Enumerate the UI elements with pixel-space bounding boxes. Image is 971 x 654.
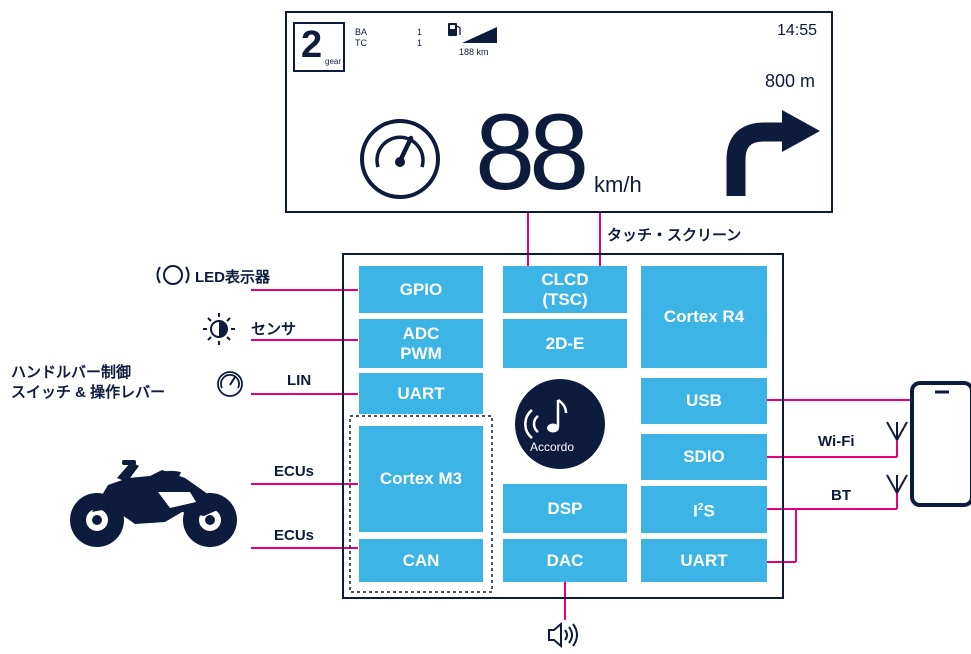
ba-value: 1 bbox=[417, 27, 423, 37]
motorcycle-icon bbox=[70, 460, 237, 547]
cortex-m3-block: Cortex M3 bbox=[359, 426, 483, 532]
uart-left-label: UART bbox=[397, 383, 445, 403]
adc-pwm-block: ADC PWM bbox=[359, 319, 483, 368]
sdio-label: SDIO bbox=[683, 447, 725, 466]
i2s-base: I bbox=[693, 501, 698, 521]
pwm-label: PWM bbox=[400, 343, 442, 363]
speaker-icon bbox=[548, 621, 578, 649]
uart-right-label: UART bbox=[680, 550, 728, 570]
range-readout: 188 km bbox=[459, 47, 489, 57]
parking-indicator-icon bbox=[156, 265, 190, 285]
i2s-superscript: 2 bbox=[697, 501, 704, 513]
accordo-logo bbox=[515, 379, 605, 469]
soc-outline bbox=[342, 253, 784, 599]
fuel-level-icon bbox=[462, 27, 497, 43]
dsp-block: DSP bbox=[503, 484, 627, 533]
clock-time: 14:55 bbox=[777, 22, 818, 39]
ecus-label-2: ECUs bbox=[274, 527, 315, 544]
cortex-m3-label: Cortex M3 bbox=[379, 469, 463, 488]
adc-label: ADC bbox=[402, 323, 440, 343]
clcd-block: CLCD (TSC) bbox=[503, 266, 627, 313]
led-indicator-label: LED表示器 bbox=[195, 269, 271, 286]
gear-unit: gear bbox=[325, 57, 342, 66]
wifi-antenna-icon bbox=[886, 421, 908, 441]
handlebar-label-line2: スイッチ & 操作レバー bbox=[11, 384, 166, 401]
tc-label: TC bbox=[355, 38, 367, 48]
can-block: CAN bbox=[359, 539, 483, 582]
turn-right-arrow-icon bbox=[726, 110, 820, 196]
usb-label: USB bbox=[686, 391, 722, 410]
uart-right-block: UART bbox=[641, 539, 767, 582]
wifi-label: Wi-Fi bbox=[818, 433, 855, 450]
handlebar-label-line1: ハンドルバー制御 bbox=[11, 364, 132, 381]
usb-block: USB bbox=[641, 378, 767, 424]
dsp-label: DSP bbox=[547, 498, 583, 518]
bt-label: BT bbox=[831, 487, 851, 504]
i2s-block: I2S bbox=[641, 486, 767, 533]
i2s-tail: S bbox=[703, 501, 715, 521]
sensor-label: センサ bbox=[251, 321, 297, 338]
gear-box bbox=[293, 22, 345, 72]
tc-value: 1 bbox=[417, 38, 423, 48]
accordo-label: Accordo bbox=[530, 440, 575, 454]
speed-unit: km/h bbox=[594, 172, 642, 197]
can-label: CAN bbox=[402, 550, 440, 570]
gpio-label: GPIO bbox=[399, 279, 443, 299]
dac-block: DAC bbox=[503, 539, 627, 582]
fuel-icon bbox=[448, 23, 461, 36]
tablet-icon bbox=[910, 381, 971, 507]
speed-value: 88 bbox=[475, 91, 589, 212]
i2s-label: I2S bbox=[693, 498, 715, 522]
bt-antenna-icon bbox=[886, 474, 908, 494]
sdio-block: SDIO bbox=[641, 434, 767, 480]
touch-screen-label: タッチ・スクリーン bbox=[607, 227, 742, 244]
speedometer-icon bbox=[360, 119, 440, 199]
2d-engine-label: 2D-E bbox=[545, 333, 585, 353]
cortex-m3-domain-outline bbox=[349, 415, 493, 593]
2d-engine-block: 2D-E bbox=[503, 319, 627, 368]
dac-label: DAC bbox=[546, 550, 584, 570]
cortex-r4-label: Cortex R4 bbox=[663, 307, 745, 326]
nav-distance: 800 m bbox=[765, 71, 816, 91]
cortex-r4-block: Cortex R4 bbox=[641, 266, 767, 368]
ba-label: BA bbox=[355, 27, 368, 37]
light-sensor-icon bbox=[203, 313, 235, 345]
tsc-label: (TSC) bbox=[542, 289, 588, 309]
lin-label: LIN bbox=[287, 372, 312, 389]
clcd-label: CLCD bbox=[541, 269, 589, 289]
ecus-label-1: ECUs bbox=[274, 463, 315, 480]
uart-left-block: UART bbox=[359, 373, 483, 414]
gpio-block: GPIO bbox=[359, 266, 483, 313]
gear-value: 2 bbox=[301, 24, 323, 66]
handlebar-gauge-icon bbox=[217, 371, 243, 397]
